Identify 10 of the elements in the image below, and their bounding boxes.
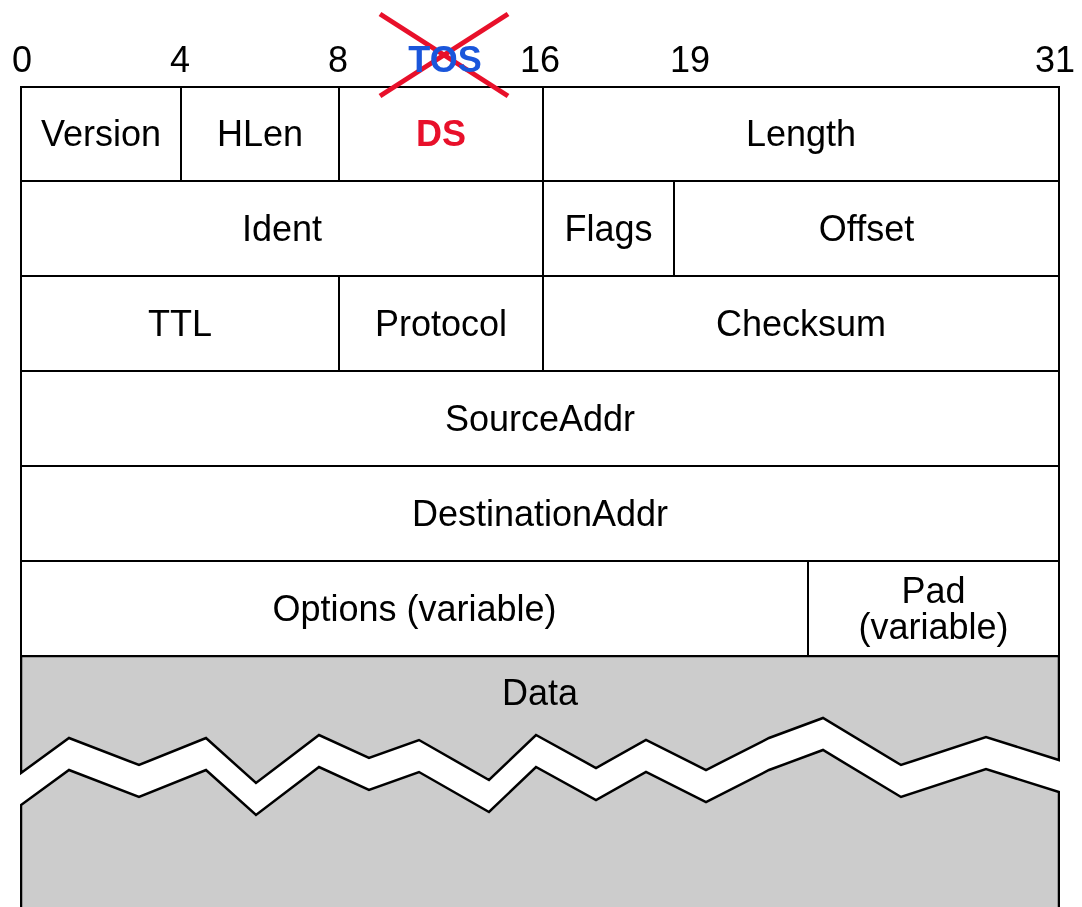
header-field: Length xyxy=(542,86,1060,182)
header-field: Version xyxy=(20,86,182,182)
header-field: SourceAddr xyxy=(20,370,1060,467)
bit-number: 4 xyxy=(170,42,190,78)
header-field: DestinationAddr xyxy=(20,465,1060,562)
bit-number: 8 xyxy=(328,42,348,78)
bit-number: 19 xyxy=(670,42,710,78)
bit-number: 16 xyxy=(520,42,560,78)
bit-number: 31 xyxy=(1035,42,1075,78)
bit-number: 0 xyxy=(12,42,32,78)
